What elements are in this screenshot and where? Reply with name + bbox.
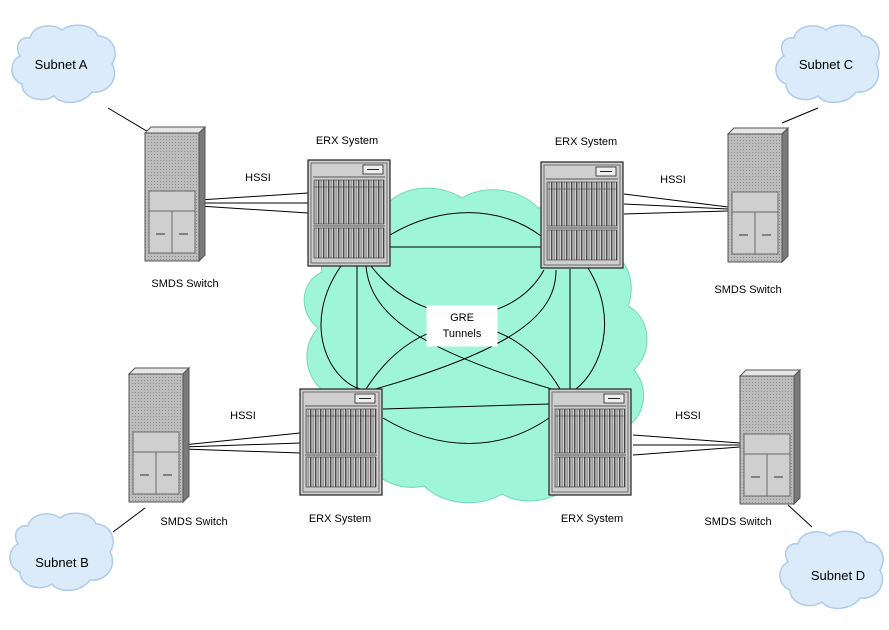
subnet-links: [107, 107, 819, 533]
tunnel-arc-8: [382, 417, 550, 444]
tunnel-bottom: [382, 403, 550, 410]
erx-system-bottom-right: [548, 388, 632, 496]
subnet-cloud-d: [779, 530, 884, 610]
erx-label-bottom-right: ERX System: [561, 513, 623, 525]
hssi-label-top-left: HSSI: [245, 172, 271, 184]
smds-switch-bottom-right: [739, 369, 801, 505]
subnet-cloud-b: [9, 512, 114, 592]
hssi-label-bottom-left: HSSI: [230, 410, 256, 422]
tunnel-arc-5: [575, 267, 606, 390]
subnet-b-label: Subnet B: [35, 555, 89, 570]
hssi-label-top-right: HSSI: [660, 174, 686, 186]
gre-label-line1: GRE: [450, 312, 474, 324]
smds-label-top-left: SMDS Switch: [151, 278, 218, 290]
smds-switch-top-left: [144, 126, 206, 262]
erx-label-bottom-left: ERX System: [309, 513, 371, 525]
smds-label-top-right: SMDS Switch: [714, 284, 781, 296]
subnet-d-link: [787, 504, 813, 528]
hssi-link-bottom-left: [182, 432, 301, 454]
subnet-cloud-a: [11, 24, 116, 104]
tunnel-arc-1: [365, 265, 556, 391]
gre-label-line2: Tunnels: [443, 328, 482, 340]
subnet-b-link: [112, 507, 146, 533]
erx-system-top-left: [307, 159, 391, 267]
subnet-a-link: [107, 107, 151, 134]
smds-switch-bottom-left: [128, 367, 190, 503]
erx-label-top-left: ERX System: [316, 135, 378, 147]
subnet-a-label: Subnet A: [35, 57, 88, 72]
tunnel-arc-3: [371, 269, 557, 391]
erx-system-top-right: [540, 161, 624, 269]
tunnel-arc-4: [320, 265, 361, 390]
gre-tunnels-label: GRE Tunnels: [426, 305, 498, 347]
subnet-c-label: Subnet C: [799, 57, 853, 72]
hssi-link-bottom-right: [632, 434, 741, 456]
hssi-label-bottom-right: HSSI: [675, 410, 701, 422]
smds-label-bottom-right: SMDS Switch: [704, 516, 771, 528]
hssi-link-top-left: [198, 192, 309, 214]
hssi-link-top-right: [623, 193, 729, 215]
subnet-d-label: Subnet D: [811, 568, 865, 583]
hssi-links: [182, 192, 741, 456]
smds-label-bottom-left: SMDS Switch: [160, 516, 227, 528]
subnet-cloud-c: [775, 24, 880, 104]
erx-system-bottom-left: [299, 388, 383, 496]
subnet-c-link: [781, 107, 819, 124]
smds-switch-top-right: [727, 127, 789, 263]
tunnel-arc-7: [389, 212, 542, 237]
erx-label-top-right: ERX System: [555, 136, 617, 148]
